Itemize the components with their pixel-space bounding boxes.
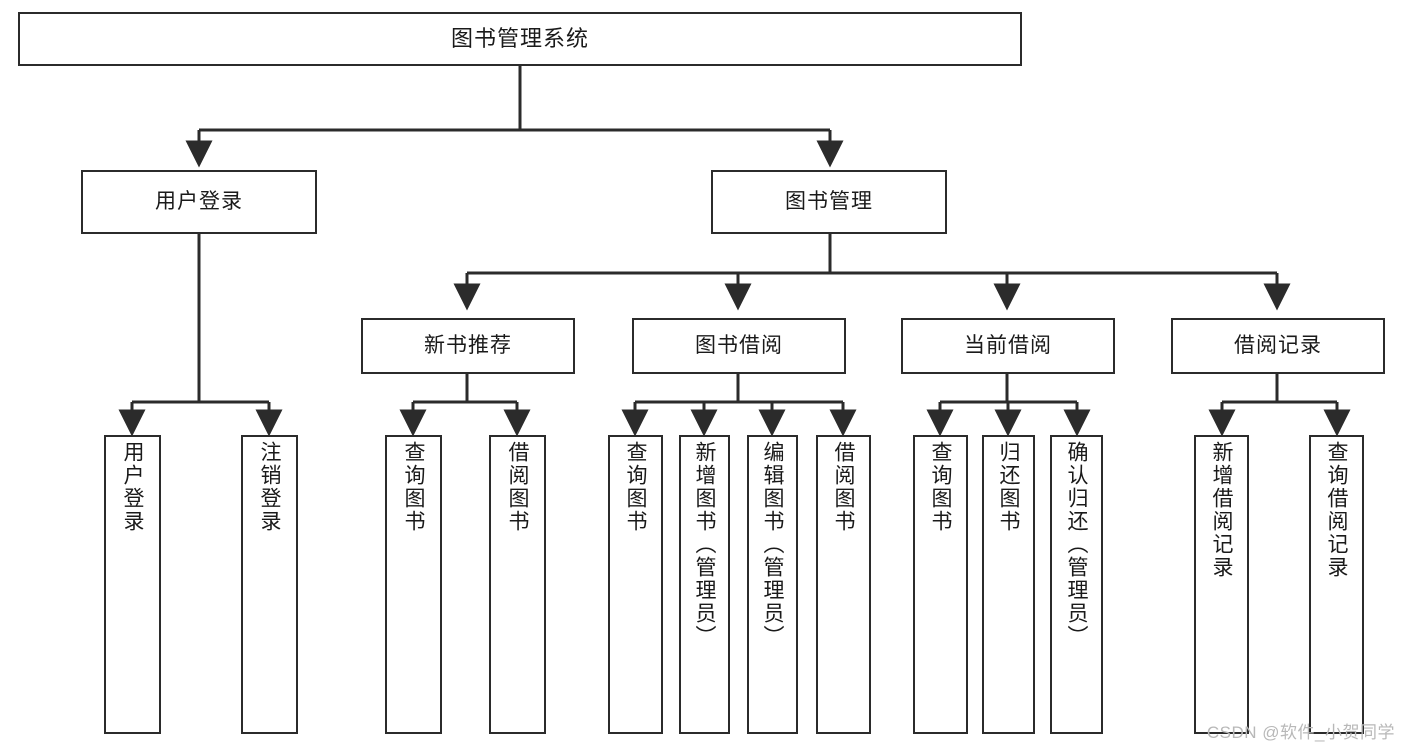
leaf-book-borrow-edit[interactable]: 编辑图书（管理员） [747,435,798,734]
leaf-book-borrow-borrow-label: 借阅图书 [832,441,855,533]
leaf-current-borrow-confirm-return-label: 确认归还（管理员） [1065,441,1088,648]
node-user-login[interactable]: 用户登录 [81,170,317,234]
leaf-new-book-query-label: 查询图书 [402,441,425,533]
node-book-borrow-label: 图书借阅 [695,333,783,357]
leaf-current-borrow-return[interactable]: 归还图书 [982,435,1035,734]
node-new-book-recommend[interactable]: 新书推荐 [361,318,575,374]
leaf-book-borrow-edit-label: 编辑图书（管理员） [761,441,784,648]
csdn-watermark: CSDN @软件_小贺同学 [1206,723,1395,742]
leaf-book-borrow-query-label: 查询图书 [624,441,647,533]
leaf-book-borrow-query[interactable]: 查询图书 [608,435,663,734]
leaf-book-borrow-borrow[interactable]: 借阅图书 [816,435,871,734]
leaf-borrow-record-add[interactable]: 新增借阅记录 [1194,435,1249,734]
leaf-new-book-borrow-label: 借阅图书 [506,441,529,533]
node-current-borrow[interactable]: 当前借阅 [901,318,1115,374]
leaf-user-login-logout[interactable]: 注销登录 [241,435,298,734]
node-user-login-label: 用户登录 [155,189,243,213]
node-current-borrow-label: 当前借阅 [964,333,1052,357]
leaf-borrow-record-query[interactable]: 查询借阅记录 [1309,435,1364,734]
node-book-borrow[interactable]: 图书借阅 [632,318,846,374]
leaf-borrow-record-add-label: 新增借阅记录 [1210,441,1233,579]
node-book-management[interactable]: 图书管理 [711,170,947,234]
node-book-management-label: 图书管理 [785,189,873,213]
node-borrow-record[interactable]: 借阅记录 [1171,318,1385,374]
leaf-borrow-record-query-label: 查询借阅记录 [1325,441,1348,579]
leaf-current-borrow-query-label: 查询图书 [929,441,952,533]
leaf-book-borrow-add-label: 新增图书（管理员） [693,441,716,648]
leaf-user-login-logout-label: 注销登录 [258,441,281,533]
leaf-new-book-query[interactable]: 查询图书 [385,435,442,734]
leaf-current-borrow-return-label: 归还图书 [997,441,1020,533]
node-borrow-record-label: 借阅记录 [1234,333,1322,357]
node-new-book-recommend-label: 新书推荐 [424,333,512,357]
leaf-user-login-login-label: 用户登录 [121,441,144,533]
node-root-label: 图书管理系统 [450,26,589,52]
leaf-new-book-borrow[interactable]: 借阅图书 [489,435,546,734]
leaf-user-login-login[interactable]: 用户登录 [104,435,161,734]
node-root-book-management-system[interactable]: 图书管理系统 [18,12,1022,66]
leaf-current-borrow-query[interactable]: 查询图书 [913,435,968,734]
leaf-book-borrow-add[interactable]: 新增图书（管理员） [679,435,730,734]
leaf-current-borrow-confirm-return[interactable]: 确认归还（管理员） [1050,435,1103,734]
